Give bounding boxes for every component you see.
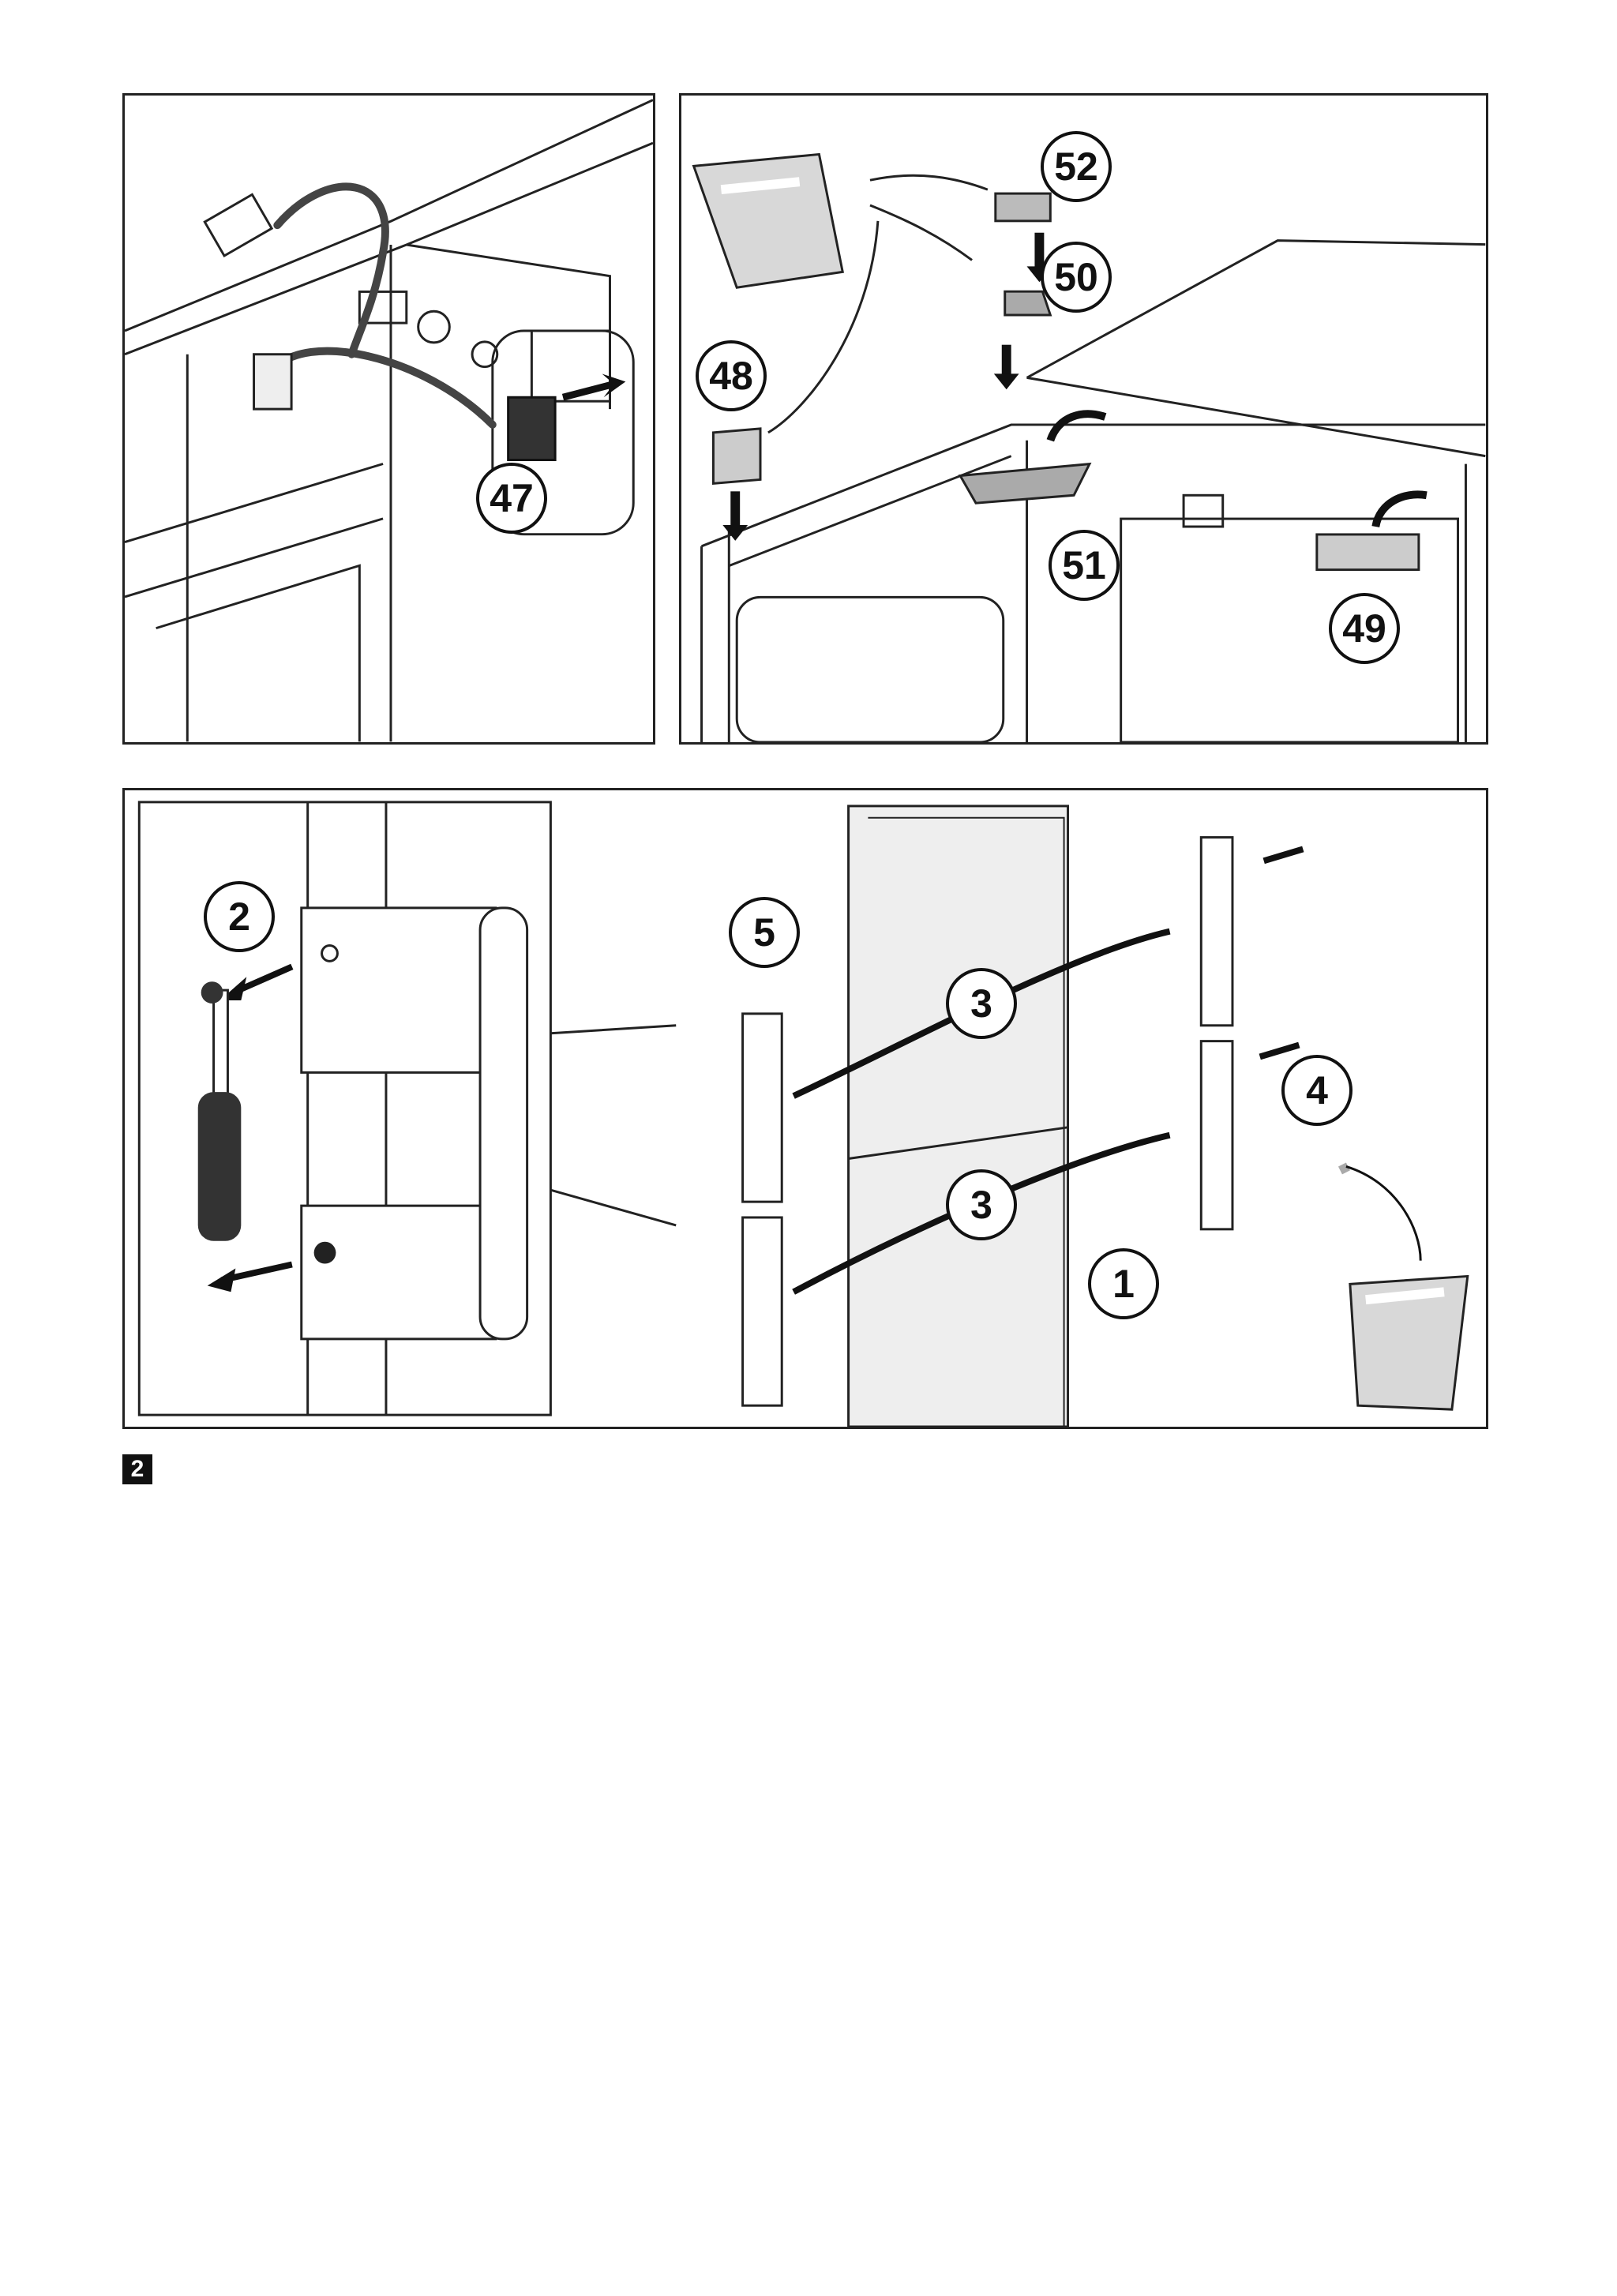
handles-illustration [127, 790, 1469, 1427]
callout-2: 2 [204, 881, 275, 952]
panel-handles: 2 5 3 3 4 1 [122, 788, 1488, 1429]
callout-50: 50 [1041, 242, 1112, 313]
figure-label: 2 [122, 1454, 152, 1484]
connector-illustration [125, 99, 653, 742]
callout-5: 5 [729, 897, 800, 968]
panel-covers: 52 50 48 51 49 [679, 93, 1488, 745]
callout-47: 47 [476, 463, 547, 534]
callout-1: 1 [1088, 1248, 1159, 1319]
panel-connector: 47 [122, 93, 655, 745]
callout-3-top: 3 [946, 968, 1017, 1039]
callout-48: 48 [696, 340, 767, 411]
callout-3-bottom: 3 [946, 1169, 1017, 1240]
callout-51: 51 [1049, 530, 1120, 601]
callout-4: 4 [1281, 1055, 1353, 1126]
callout-49: 49 [1329, 593, 1400, 664]
callout-52: 52 [1041, 131, 1112, 202]
covers-illustration [692, 152, 1486, 742]
